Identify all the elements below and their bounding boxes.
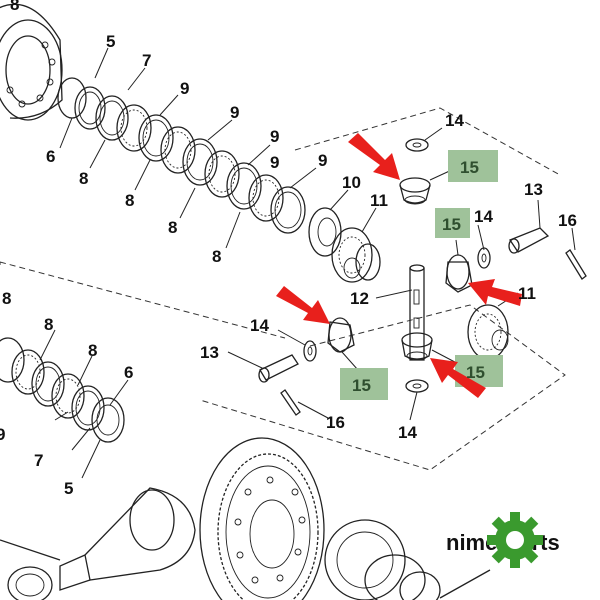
callout-12: 12	[350, 289, 369, 308]
callout-6-bottom: 6	[124, 363, 133, 382]
thrust-washer-14-top	[405, 138, 429, 152]
red-arrows	[276, 133, 522, 398]
pinion-gear-15-top	[399, 177, 431, 205]
highlight-label-15-left: 15	[352, 376, 371, 395]
brand-logo: nimerparts	[446, 512, 560, 568]
thrust-washer-14-right	[477, 247, 491, 269]
callout-9-c: 9	[270, 127, 279, 146]
callout-8-a: 8	[79, 169, 88, 188]
callout-9-d: 9	[318, 151, 327, 170]
lock-pin-13-right	[508, 227, 550, 254]
red-arrow-bottom	[430, 358, 486, 398]
highlight-boxes	[340, 150, 503, 400]
callout-14-top: 14	[445, 111, 464, 130]
callout-5-top: 5	[106, 32, 115, 51]
leader-lines	[39, 47, 576, 479]
callout-5-bottom: 5	[64, 479, 73, 498]
highlight-box-15-top	[448, 150, 498, 182]
thrust-washer-10	[308, 207, 342, 257]
side-gear-11-right	[467, 304, 509, 360]
callout-9-b: 9	[230, 103, 239, 122]
tapered-bearing	[0, 539, 61, 600]
highlight-labels: 15 15 15 15	[352, 158, 485, 395]
ring-gear	[199, 437, 325, 600]
roll-pin-16-left	[280, 389, 301, 416]
thrust-washer-14-left	[303, 340, 317, 362]
lock-pin-13-left	[258, 354, 299, 383]
callout-6-top: 6	[46, 147, 55, 166]
highlight-box-15-right	[435, 208, 470, 238]
drive-pinion-shaft	[59, 487, 196, 591]
pinion-gear-15-left	[327, 317, 355, 353]
assembly-boundary-line-2	[294, 107, 561, 176]
clutch-disc-stack-bottom	[0, 337, 125, 443]
callout-10: 10	[342, 173, 361, 192]
callout-9-a: 9	[180, 79, 189, 98]
callout-16-left: 16	[326, 413, 345, 432]
callout-13-right: 13	[524, 180, 543, 199]
highlight-label-15-right: 15	[442, 215, 461, 234]
callout-11-b: 11	[518, 284, 536, 303]
highlight-box-15-left	[340, 368, 388, 400]
red-arrow-left	[276, 286, 330, 324]
pinion-gear-15-right	[445, 254, 473, 293]
highlight-label-15-top: 15	[460, 158, 479, 177]
pinion-gear-15-bottom	[401, 332, 433, 361]
callout-8-left-1: 8	[2, 289, 11, 308]
callout-13-left: 13	[200, 343, 219, 362]
callout-8-d: 8	[212, 247, 221, 266]
callout-16-right: 16	[558, 211, 577, 230]
callout-7-bottom: 7	[34, 451, 43, 470]
callout-8-left-3: 8	[88, 341, 97, 360]
callout-9-left: 9	[0, 425, 5, 444]
red-arrow-right	[468, 279, 522, 306]
part-number-labels: 5 7 6 9 8 9 8 9 8 9 8 9 8 10 11 14 13 14…	[0, 0, 577, 498]
differential-case-bottom	[324, 519, 491, 600]
callout-9-e: 9	[270, 153, 279, 172]
gear-icon	[487, 512, 543, 568]
differential-housing-top	[0, 3, 63, 121]
thrust-washer-14-bottom	[405, 379, 429, 393]
side-gear-11-left	[331, 227, 381, 283]
assembly-boundary-line	[0, 261, 566, 471]
roll-pin-16-right	[565, 249, 587, 280]
highlight-label-15-bottom: 15	[466, 363, 485, 382]
callout-8-left-2: 8	[44, 315, 53, 334]
callout-8-c: 8	[168, 218, 177, 237]
callout-8-e: 8	[10, 0, 19, 14]
cross-shaft-12	[409, 264, 425, 361]
red-arrow-top	[348, 133, 400, 180]
clutch-disc-stack-top	[57, 77, 306, 234]
callout-8-b: 8	[125, 191, 134, 210]
callout-14-bottom: 14	[398, 423, 417, 442]
callout-7-top: 7	[142, 51, 151, 70]
callout-14-right: 14	[474, 207, 493, 226]
callout-11-a: 11	[370, 191, 388, 210]
callout-14-left: 14	[250, 316, 269, 335]
